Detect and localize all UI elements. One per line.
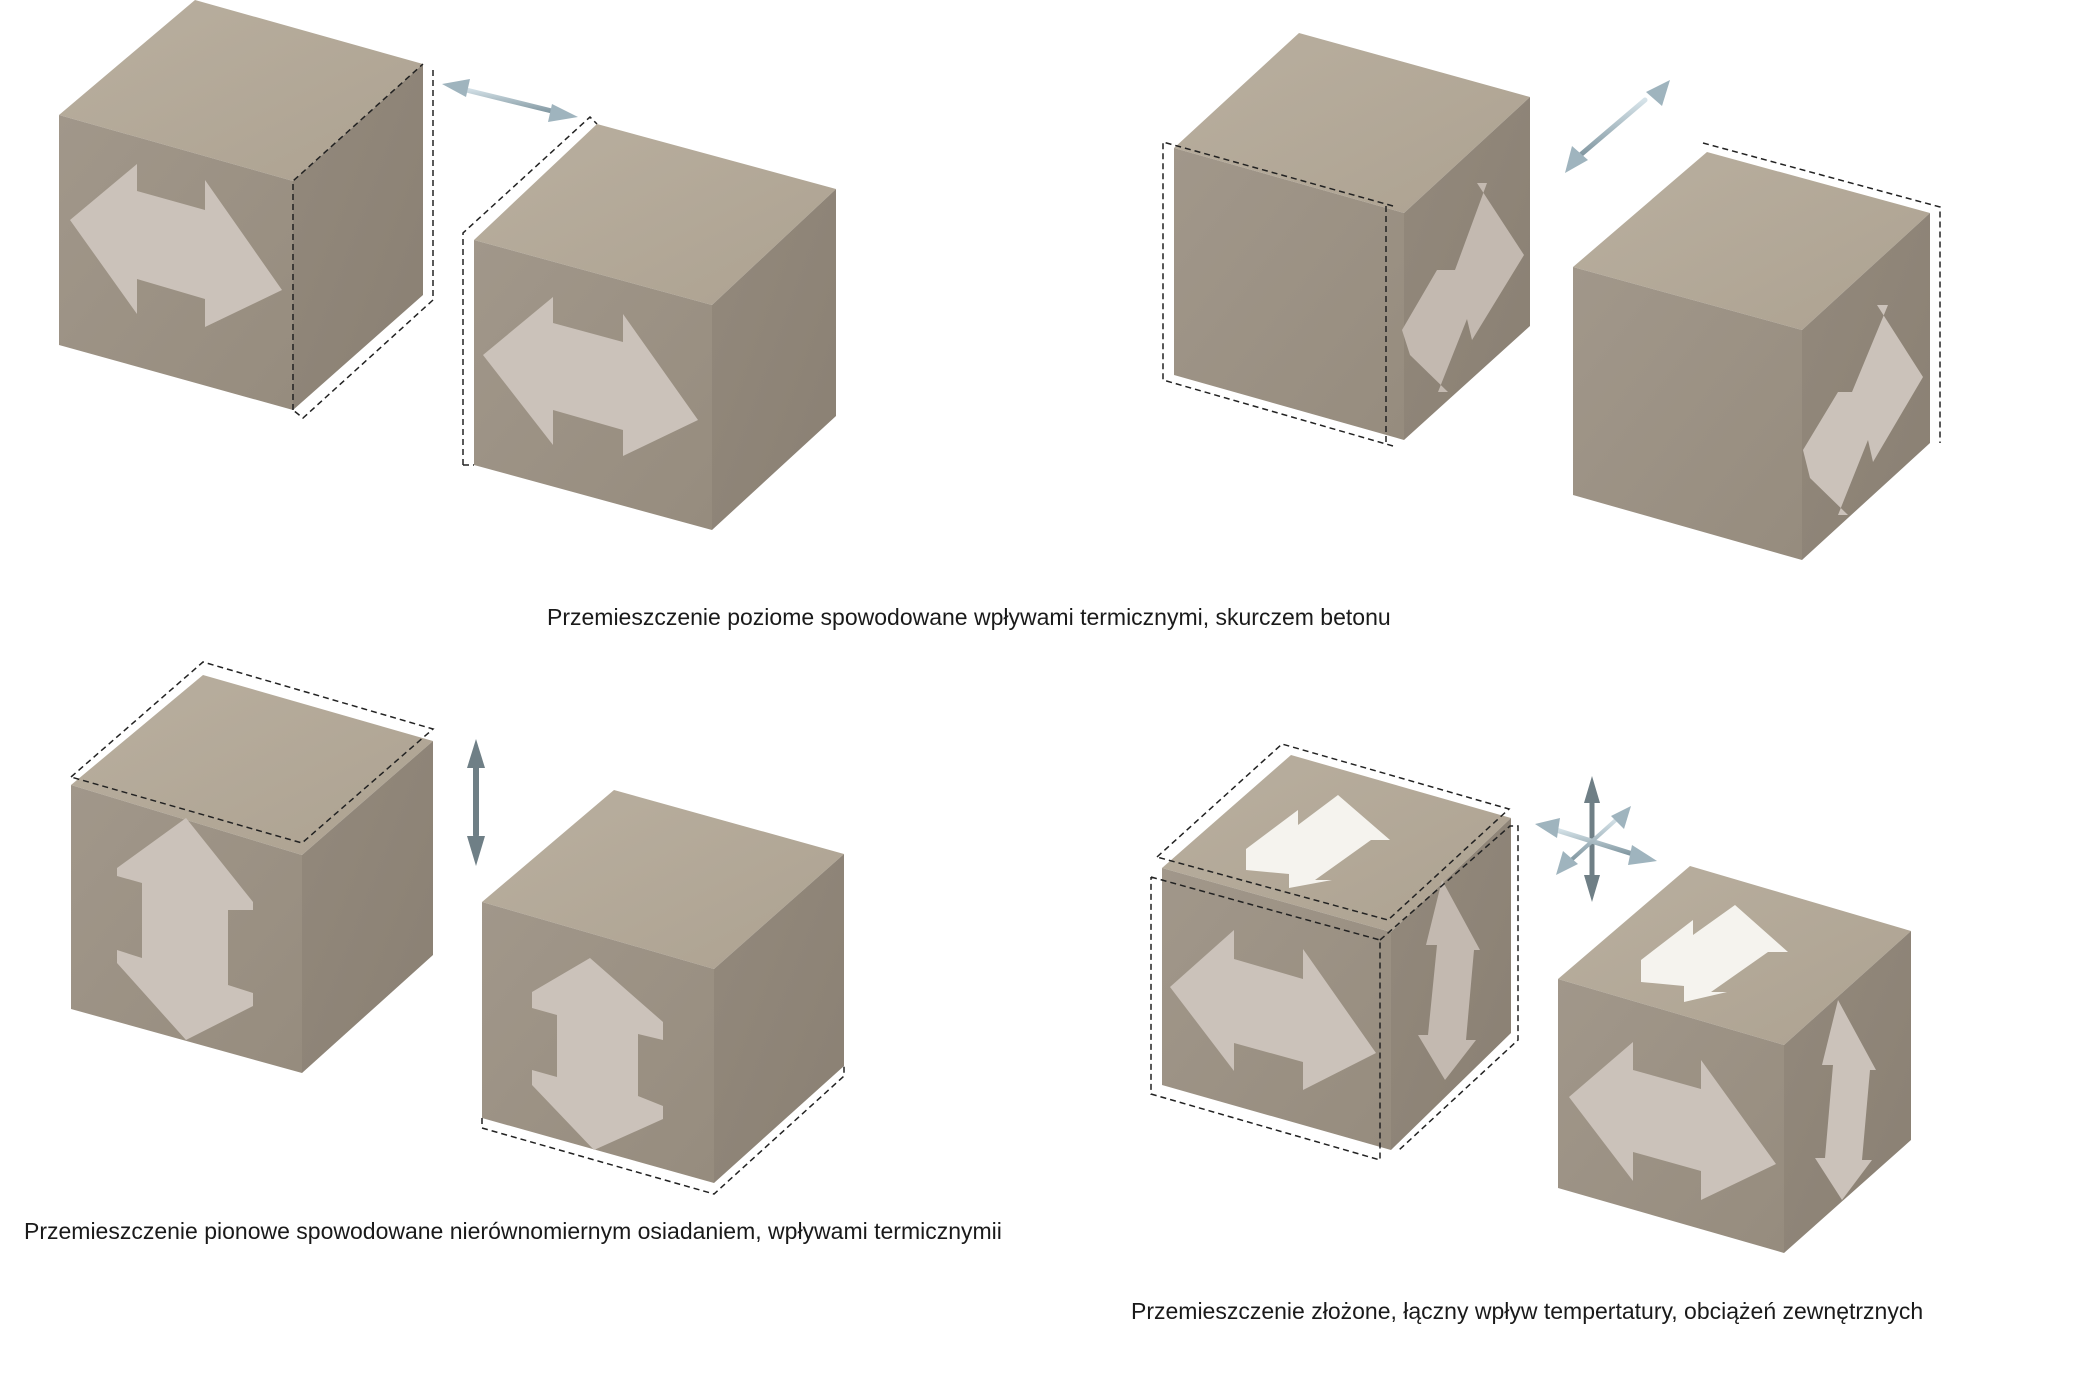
cube-front-face xyxy=(1573,267,1802,560)
cube-left xyxy=(59,0,434,419)
dashed-original-position xyxy=(292,70,434,419)
cube-right xyxy=(1558,866,1911,1253)
caption-combined-displacement: Przemieszczenie złożone, łączny wpływ te… xyxy=(1131,1298,1924,1324)
cube-side-face xyxy=(302,741,433,1073)
cube-top-face xyxy=(1174,33,1530,213)
cube-right xyxy=(481,790,845,1195)
cube-side-face xyxy=(712,189,836,530)
vertical-double-arrow-icon xyxy=(1815,1000,1876,1200)
horizontal-double-arrow-icon xyxy=(1170,930,1376,1090)
cube-top-face xyxy=(474,124,836,305)
cube-top-face xyxy=(482,790,844,969)
triaxial-displacement-indicator-icon xyxy=(1535,776,1657,902)
cube-left xyxy=(70,661,435,1073)
displacement-indicator-arrow-icon xyxy=(467,739,485,866)
dashed-original-position xyxy=(1379,825,1519,1151)
cube-front-face xyxy=(1174,148,1404,440)
cube-side-face xyxy=(714,854,844,1183)
dashed-original-position xyxy=(462,115,598,465)
dashed-original-position xyxy=(292,63,424,410)
displacement-indicator-arrow-icon xyxy=(442,79,578,122)
vertical-double-arrow-icon xyxy=(532,958,663,1150)
cube-left xyxy=(1162,33,1530,447)
cube-left xyxy=(1150,743,1519,1161)
displacement-indicator-arrow-icon xyxy=(1565,80,1670,173)
cube-top-face xyxy=(59,0,423,181)
cube-right xyxy=(1573,142,1941,560)
caption-vertical-displacement: Przemieszczenie pionowe spowodowane nier… xyxy=(24,1218,1002,1244)
horizontal-double-arrow-icon xyxy=(1641,905,1788,1002)
horizontal-double-arrow-icon xyxy=(1246,795,1390,888)
cube-right xyxy=(462,115,836,530)
dashed-original-position xyxy=(481,1066,845,1195)
panel-combined xyxy=(1150,743,1911,1253)
panel-horizontal-alt xyxy=(1162,33,1941,560)
panel-horizontal xyxy=(59,0,836,530)
horizontal-double-arrow-icon xyxy=(1402,183,1524,392)
horizontal-double-arrow-icon xyxy=(1569,1042,1776,1200)
cube-side-face xyxy=(293,64,423,410)
caption-horizontal-displacement: Przemieszczenie poziome spowodowane wpły… xyxy=(547,604,1391,630)
vertical-double-arrow-icon xyxy=(1418,880,1480,1080)
horizontal-double-arrow-icon xyxy=(1803,305,1923,515)
horizontal-double-arrow-icon xyxy=(483,297,698,456)
dashed-original-position xyxy=(1156,743,1511,921)
cube-top-face xyxy=(71,675,433,855)
dashed-original-position xyxy=(1702,142,1941,443)
panel-vertical xyxy=(70,661,845,1195)
cube-top-face xyxy=(1573,152,1930,330)
dashed-original-position xyxy=(70,661,435,844)
horizontal-double-arrow-icon xyxy=(70,164,282,327)
vertical-double-arrow-icon xyxy=(117,818,253,1040)
